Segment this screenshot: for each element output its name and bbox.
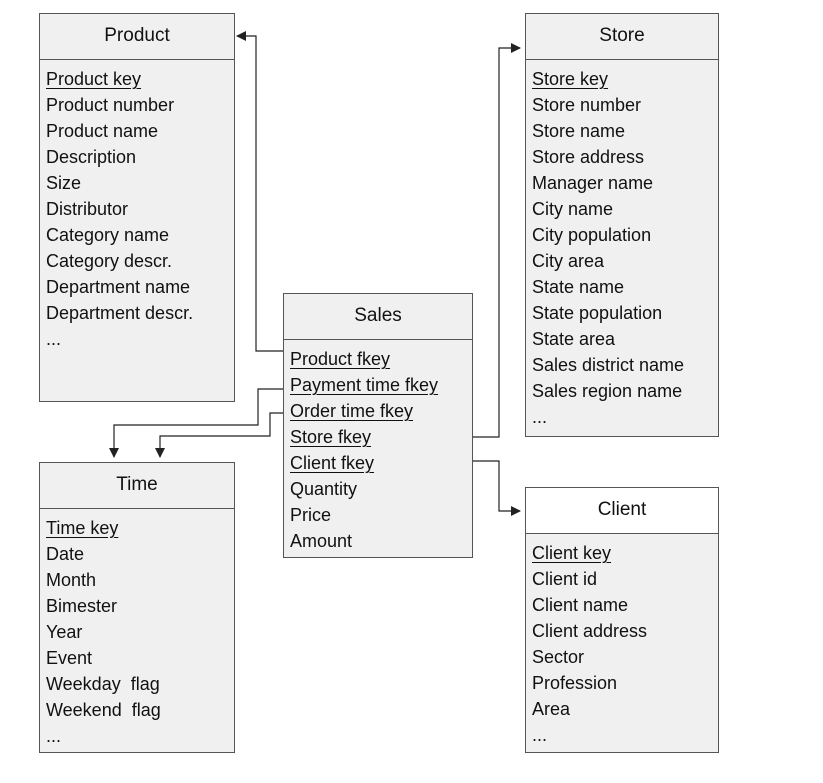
attribute-state-population: State population	[532, 303, 663, 323]
connector-payment-time-fkey	[109, 388, 285, 458]
attribute-product-key: Product key	[46, 69, 142, 89]
attribute-product-fkey: Product fkey	[290, 349, 391, 369]
attribute-store-fkey: Store fkey	[290, 427, 372, 447]
attribute-event: Event	[46, 648, 93, 668]
attribute-category-name: Category name	[46, 225, 170, 245]
attribute-order-time-fkey: Order time fkey	[290, 401, 414, 421]
connector-client-fkey	[452, 460, 521, 516]
client-table: Client Client key Client id Client name …	[525, 487, 719, 753]
attribute-weekend-flag: Weekend flag	[46, 700, 161, 720]
sales-attributes: Product fkey Payment time fkey Order tim…	[284, 340, 472, 554]
product-table: Product Product key Product number Produ…	[39, 13, 235, 402]
attribute-bimester: Bimester	[46, 596, 118, 616]
attribute-price: Price	[290, 505, 332, 525]
attribute-store-key: Store key	[532, 69, 609, 89]
store-table: Store Store key Store number Store name …	[525, 13, 719, 437]
attribute-month: Month	[46, 570, 97, 590]
product-table-title: Product	[40, 14, 234, 60]
attribute-manager-name: Manager name	[532, 173, 654, 193]
attribute-amount: Amount	[290, 531, 353, 551]
sales-table: Sales Product fkey Payment time fkey Ord…	[283, 293, 473, 558]
attribute-department-descr: Department descr.	[46, 303, 194, 323]
attribute-state-name: State name	[532, 277, 625, 297]
attribute-profession: Profession	[532, 673, 618, 693]
attribute-weekday-flag: Weekday flag	[46, 674, 160, 694]
client-table-title: Client	[526, 488, 718, 534]
store-attributes: Store key Store number Store name Store …	[526, 60, 718, 430]
attribute-client-id: Client id	[532, 569, 598, 589]
attribute-ellipsis: ...	[532, 407, 548, 427]
attribute-store-address: Store address	[532, 147, 645, 167]
attribute-city-area: City area	[532, 251, 605, 271]
attribute-year: Year	[46, 622, 83, 642]
attribute-sales-district-name: Sales district name	[532, 355, 685, 375]
attribute-category-descr: Category descr.	[46, 251, 173, 271]
attribute-sector: Sector	[532, 647, 585, 667]
attribute-product-number: Product number	[46, 95, 175, 115]
attribute-description: Description	[46, 147, 137, 167]
time-table: Time Time key Date Month Bimester Year E…	[39, 462, 235, 753]
attribute-payment-time-fkey: Payment time fkey	[290, 375, 439, 395]
connector-product-fkey	[236, 31, 285, 352]
attribute-size: Size	[46, 173, 82, 193]
attribute-ellipsis: ...	[532, 725, 548, 745]
attribute-time-key: Time key	[46, 518, 119, 538]
attribute-store-name: Store name	[532, 121, 626, 141]
attribute-area: Area	[532, 699, 571, 719]
attribute-city-population: City population	[532, 225, 652, 245]
time-table-title: Time	[40, 463, 234, 509]
attribute-ellipsis: ...	[46, 329, 62, 349]
attribute-client-address: Client address	[532, 621, 648, 641]
product-attributes: Product key Product number Product name …	[40, 60, 234, 352]
attribute-client-fkey: Client fkey	[290, 453, 375, 473]
attribute-date: Date	[46, 544, 85, 564]
attribute-client-key: Client key	[532, 543, 612, 563]
store-table-title: Store	[526, 14, 718, 60]
attribute-ellipsis: ...	[46, 726, 62, 746]
attribute-store-number: Store number	[532, 95, 642, 115]
connector-store-fkey	[452, 43, 521, 438]
client-attributes: Client key Client id Client name Client …	[526, 534, 718, 748]
attribute-state-area: State area	[532, 329, 616, 349]
attribute-client-name: Client name	[532, 595, 629, 615]
attribute-sales-region-name: Sales region name	[532, 381, 683, 401]
sales-table-title: Sales	[284, 294, 472, 340]
connector-order-time-fkey	[155, 412, 285, 458]
attribute-product-name: Product name	[46, 121, 159, 141]
attribute-department-name: Department name	[46, 277, 191, 297]
attribute-quantity: Quantity	[290, 479, 358, 499]
time-attributes: Time key Date Month Bimester Year Event …	[40, 509, 234, 749]
attribute-city-name: City name	[532, 199, 614, 219]
attribute-distributor: Distributor	[46, 199, 129, 219]
